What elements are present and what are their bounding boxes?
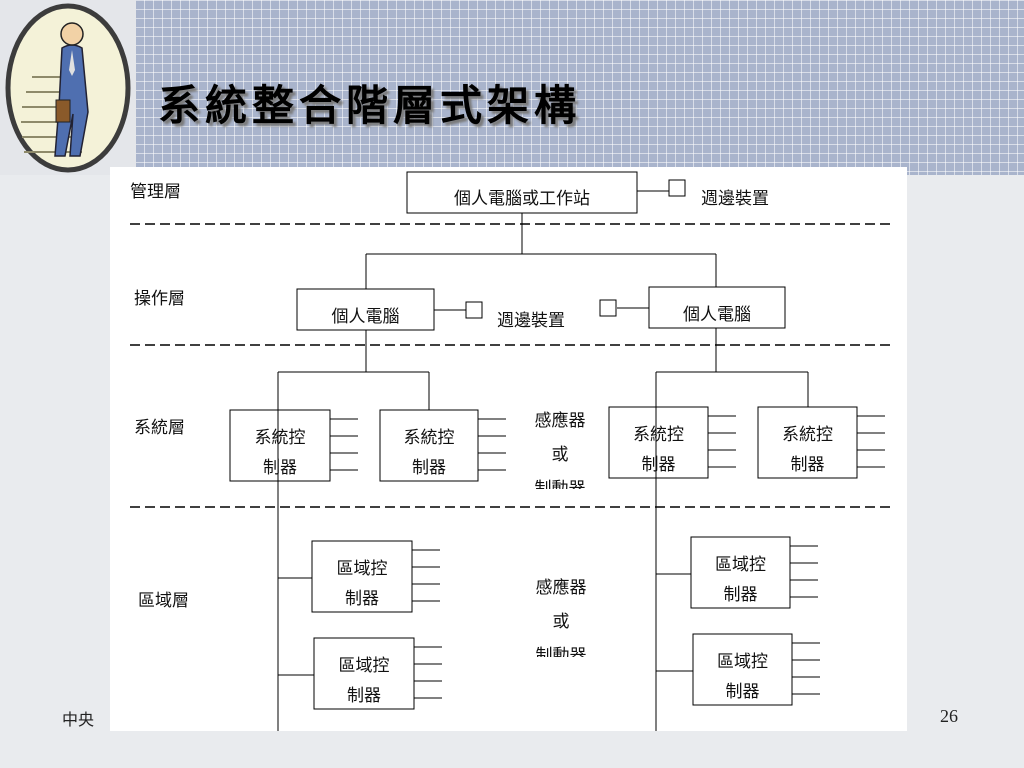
zone-controller-3: 區域控 制器 [691,550,790,608]
zone-controller-line2: 制器 [725,682,760,702]
layer-label-management: 管理層 [130,182,181,202]
system-controller-2: 系統控 制器 [380,423,478,481]
slide-title: 系統整合階層式架構 [158,81,582,130]
sensor-line2: 或 [552,612,570,632]
system-controller-line2: 制器 [790,455,825,475]
zone-controller-line1: 區域控 [715,555,766,575]
system-controller-line1: 系統控 [782,425,833,445]
zone-controller-line2: 制器 [347,686,381,706]
zone-controller-1: 區域控 制器 [312,554,412,612]
sensor-line2: 或 [551,445,569,465]
zone-controller-line1: 區域控 [717,652,768,672]
layer-label-zone: 區域層 [138,591,189,611]
zone-controller-line1: 區域控 [336,559,388,579]
businessman-stairs-logo [5,3,131,173]
zone-controller-4: 區域控 制器 [693,647,792,705]
layer-label-operation: 操作層 [134,289,185,309]
pc-right-label: 個人電腦 [683,305,751,325]
system-controller-1: 系統控 制器 [230,423,330,481]
operation-peripheral-label: 週邊裝置 [497,311,565,331]
pc-left-label: 個人電腦 [331,307,400,327]
zone-controller-line1: 區域控 [338,656,390,676]
sensor-line3: 制動器 [535,646,587,657]
system-controller-line1: 系統控 [254,428,306,448]
management-peripheral-label: 週邊裝置 [701,189,769,209]
sensor-line1: 感應器 [534,411,586,431]
header-grid-band [0,0,1024,175]
system-controller-line1: 系統控 [403,428,455,448]
system-controller-line1: 系統控 [633,425,684,445]
sensor-line3: 制動器 [534,479,586,489]
logo-panel [0,0,136,175]
hierarchy-diagram: 管理層 操作層 系統層 區域層 個人電腦或工作站 週邊裝置 個人電腦 個人電腦 … [110,167,907,731]
zone-sensor-actuator: 感應器 或 制動器 [511,571,611,657]
system-controller-line2: 制器 [641,455,676,475]
footer-left-text: 中央 [62,710,95,729]
diagram-lines [130,171,895,731]
system-controller-line2: 制器 [412,458,446,478]
system-controller-line2: 制器 [263,458,297,478]
system-controller-3: 系統控 制器 [609,420,708,478]
system-controller-4: 系統控 制器 [758,420,857,478]
zone-controller-line2: 制器 [345,589,379,609]
zone-controller-2: 區域控 制器 [314,651,414,709]
page-number: 26 [940,706,958,726]
layer-label-system: 系統層 [134,418,185,438]
system-sensor-actuator: 感應器 或 制動器 [510,404,610,489]
sensor-line1: 感應器 [535,578,587,598]
zone-controller-line2: 制器 [723,585,758,605]
workstation-box-label: 個人電腦或工作站 [454,189,590,209]
